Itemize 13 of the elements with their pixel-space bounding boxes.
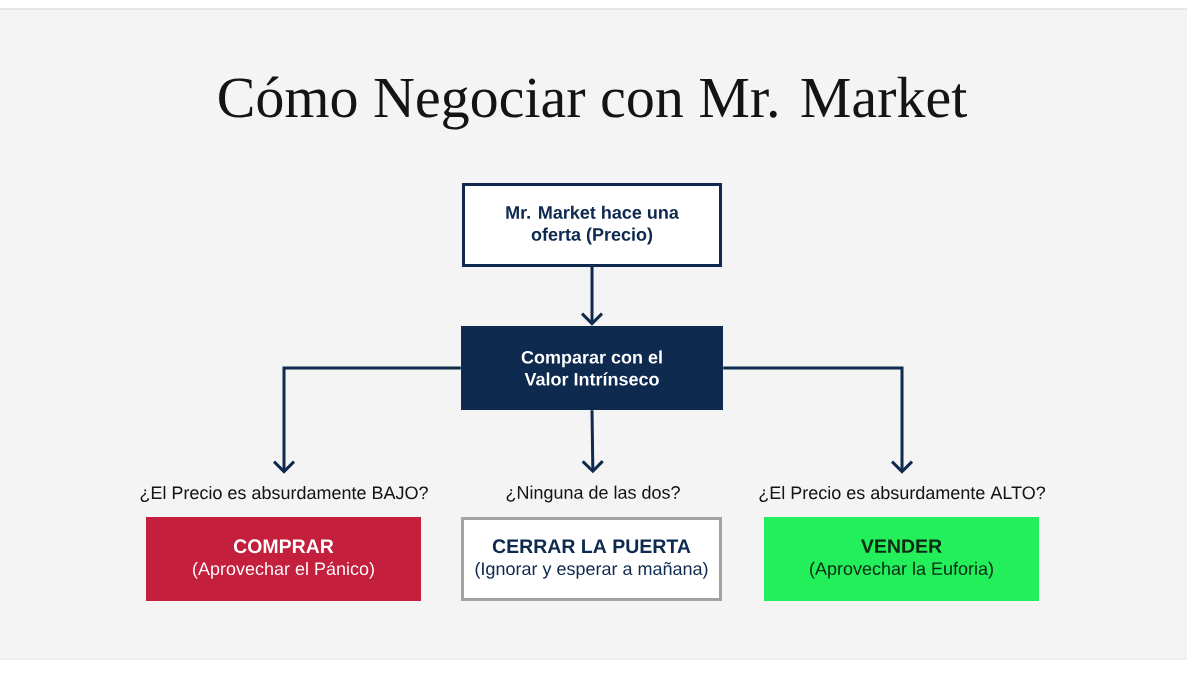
question-text: ¿El Precio es absurdamente ALTO? [759,485,1046,503]
action-box: VENDER (Aprovechar la Euforia) [764,517,1039,601]
process-box: Comparar con el Valor Intrínseco [461,326,723,410]
action-box: COMPRAR (Aprovechar el Pánico) [146,517,421,601]
question-text: ¿Ninguna de las dos? [506,485,680,503]
question-text: ¿El Precio es absurdamente BAJO? [140,485,428,503]
arrow [581,410,604,474]
title: Cómo Negociar con Mr. Market [219,76,967,130]
arrow [723,366,914,474]
action-box: CERRAR LA PUERTA (Ignorar y esperar a mañana) [461,517,722,601]
arrow [272,366,461,474]
arrow [580,267,604,326]
process-box: Mr. Market hace una oferta (Precio) [462,183,722,267]
